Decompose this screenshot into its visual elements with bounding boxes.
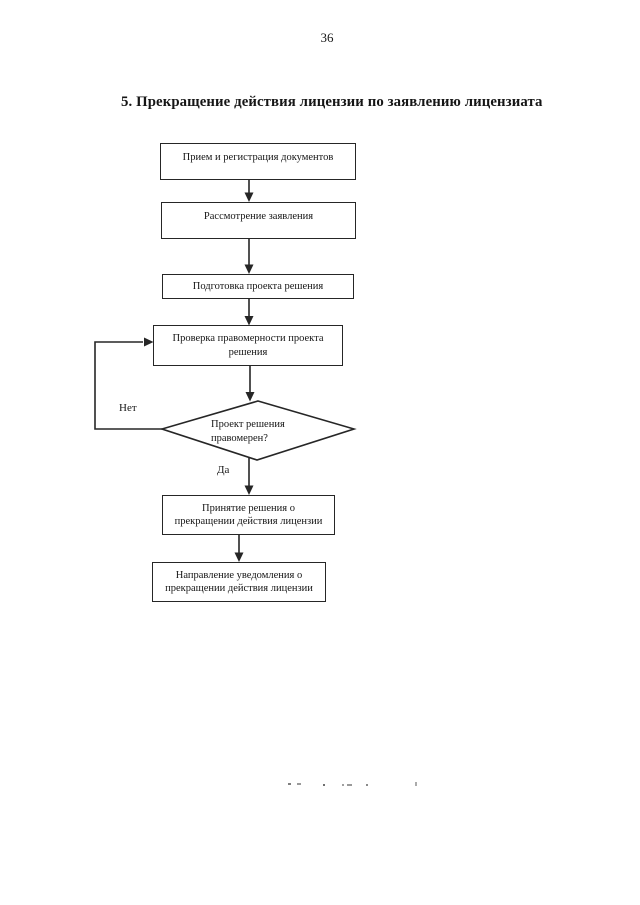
flow-node-check-legality: Проверка правомерности проекта решения (153, 325, 343, 366)
arrowhead-into-decision (245, 392, 255, 402)
flow-node-label: Подготовка проекта решения (192, 280, 324, 292)
edge-label-yes: Да (217, 464, 230, 476)
edge-label-no: Нет (119, 402, 137, 414)
scan-artifact-dot (415, 782, 417, 786)
scan-artifact-dot (323, 784, 325, 786)
feedback-connector-no (94, 341, 162, 430)
flow-node-review-application: Рассмотрение заявления (161, 202, 356, 239)
arrowhead-into-review (244, 192, 254, 202)
decision-diamond (159, 400, 357, 461)
flow-node-decision: Проект решения правомерен? (211, 418, 299, 445)
flow-node-adopt-decision: Принятие решения о прекращении действия … (162, 495, 335, 535)
scan-artifact-dot (342, 784, 344, 786)
arrowhead-into-notify (234, 552, 244, 562)
flow-node-receive-register: Прием и регистрация документов (160, 143, 356, 180)
scan-artifact-dot (347, 784, 352, 786)
flow-node-send-notice: Направление уведомления о прекращении де… (152, 562, 326, 602)
flow-node-label: Направление уведомления о прекращении де… (165, 569, 313, 595)
arrowhead-into-check (244, 316, 254, 326)
scan-artifact-dot (288, 783, 291, 785)
page-number: 36 (320, 30, 334, 45)
scan-artifact-dot (297, 783, 301, 785)
arrowhead-feedback-into-check (144, 337, 154, 347)
flow-node-label: Принятие решения о прекращении действия … (174, 502, 323, 528)
section-heading: 5. Прекращение действия лицензии по заяв… (121, 94, 543, 110)
arrowhead-into-adopt (244, 485, 254, 495)
scan-artifact-dot (366, 784, 368, 786)
flow-node-label: Рассмотрение заявления (203, 211, 314, 222)
flow-node-prepare-draft: Подготовка проекта решения (162, 274, 354, 299)
flow-node-label: Проект решения правомерен? (211, 419, 285, 444)
arrowhead-into-draft (244, 264, 254, 274)
flow-node-label: Проверка правомерности проекта решения (172, 333, 324, 358)
flow-node-label: Прием и регистрация документов (182, 152, 334, 163)
